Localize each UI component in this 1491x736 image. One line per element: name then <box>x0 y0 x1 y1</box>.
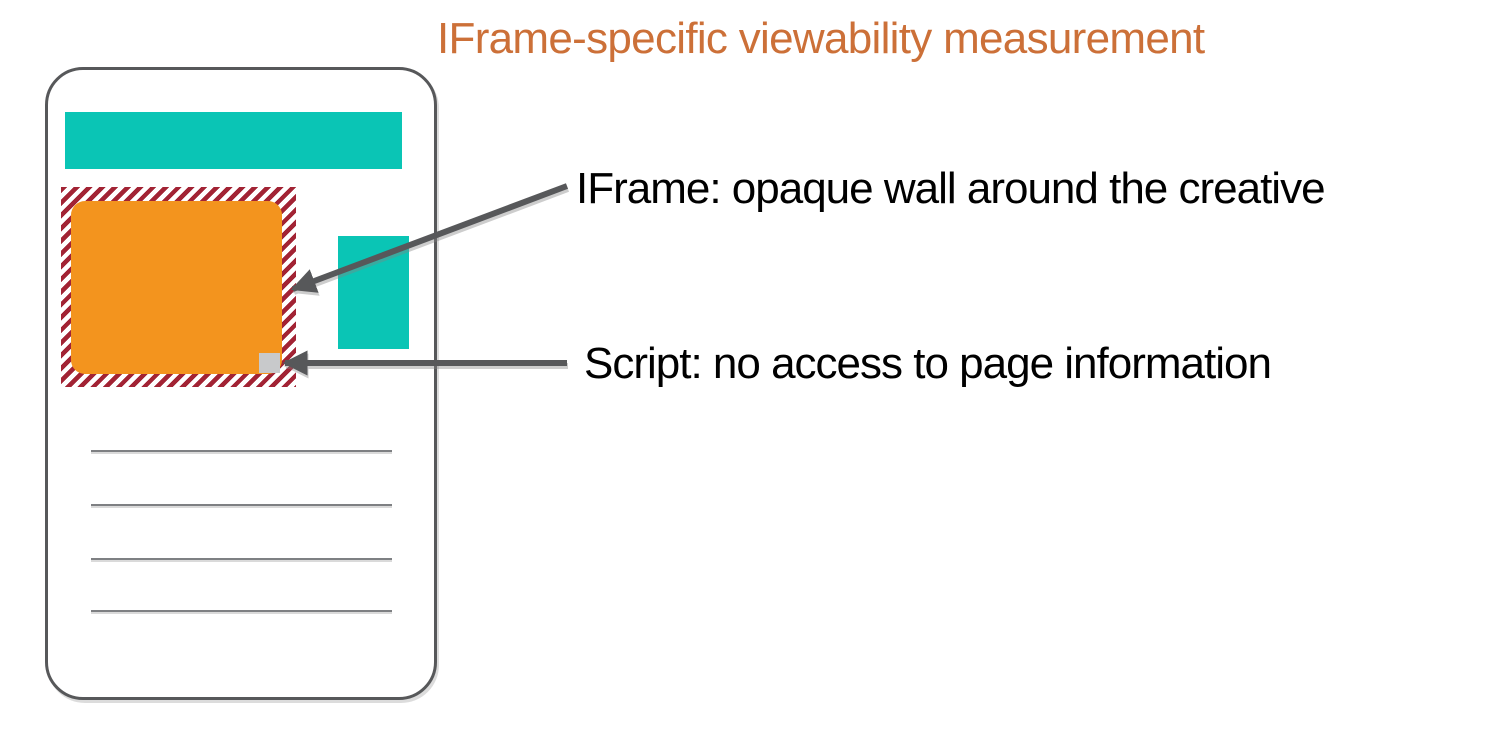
text-line <box>91 450 392 452</box>
page-mockup <box>45 67 437 700</box>
slide-title: IFrame-specific viewability measurement <box>437 14 1205 63</box>
text-line <box>91 610 392 612</box>
ad-creative <box>71 201 282 374</box>
text-line <box>91 558 392 560</box>
sidebar-content-placeholder <box>338 236 409 349</box>
iframe-opaque-wall <box>61 187 296 387</box>
text-line <box>91 504 392 506</box>
measurement-script-square <box>259 353 280 373</box>
iframe-annotation-label: IFrame: opaque wall around the creative <box>576 164 1326 213</box>
page-header-placeholder <box>65 112 402 169</box>
script-annotation-label: Script: no access to page information <box>584 339 1272 388</box>
